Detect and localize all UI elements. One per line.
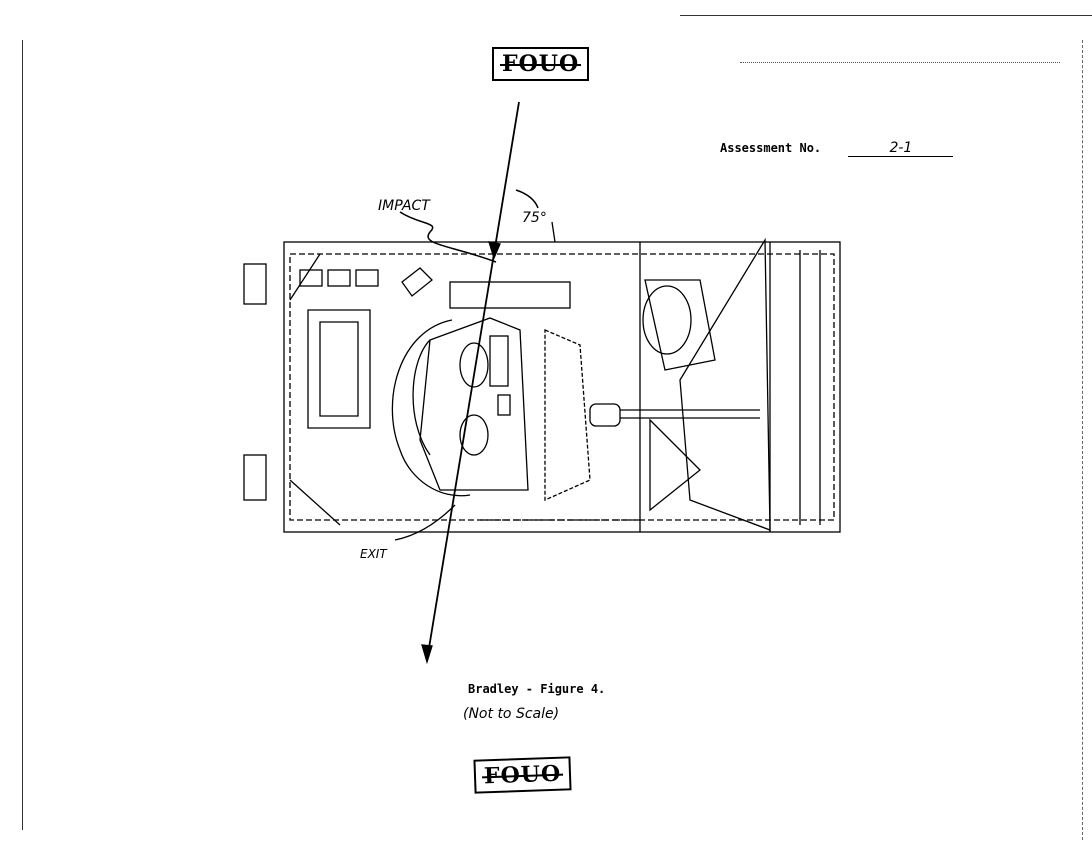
assessment-label: Assessment No. (720, 141, 822, 155)
impact-callout (399, 189, 556, 263)
page-right-edge-line (1082, 40, 1084, 840)
angle-label: 75° (522, 210, 547, 226)
scan-noise-line (740, 62, 1060, 63)
shot-line-arrow (421, 101, 520, 665)
assessment-number: Assessment No. 2-1 (720, 140, 954, 157)
exit-label: EXIT (360, 547, 388, 561)
vehicle-hull (243, 237, 841, 533)
page-top-rule (680, 15, 1092, 16)
exit-callout-line (394, 504, 456, 541)
scale-note: (Not to Scale) (463, 706, 560, 722)
fouo-stamp-bottom: FOUO (473, 756, 572, 794)
page-left-margin-line (22, 40, 23, 830)
assessment-value: 2-1 (848, 140, 954, 157)
impact-label: IMPACT (378, 198, 431, 214)
fouo-stamp-top: FOUO (492, 47, 590, 81)
figure-caption: Bradley - Figure 4. (468, 682, 606, 696)
